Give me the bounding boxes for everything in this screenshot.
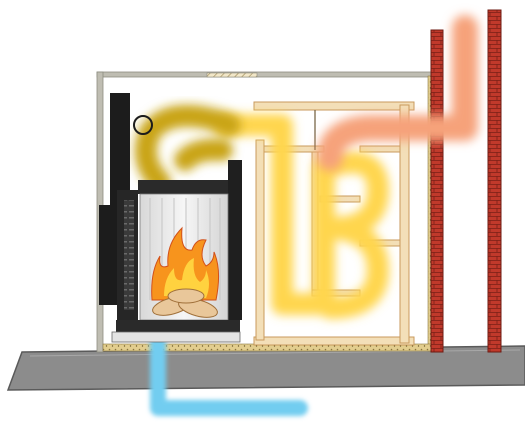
smoke-to-heat-exchanger — [146, 116, 230, 182]
floor-slab — [8, 346, 525, 390]
chimney-brick-right — [488, 10, 501, 352]
chimney-brick-left — [431, 30, 443, 352]
hot-exhaust-to-chimney — [330, 28, 465, 158]
